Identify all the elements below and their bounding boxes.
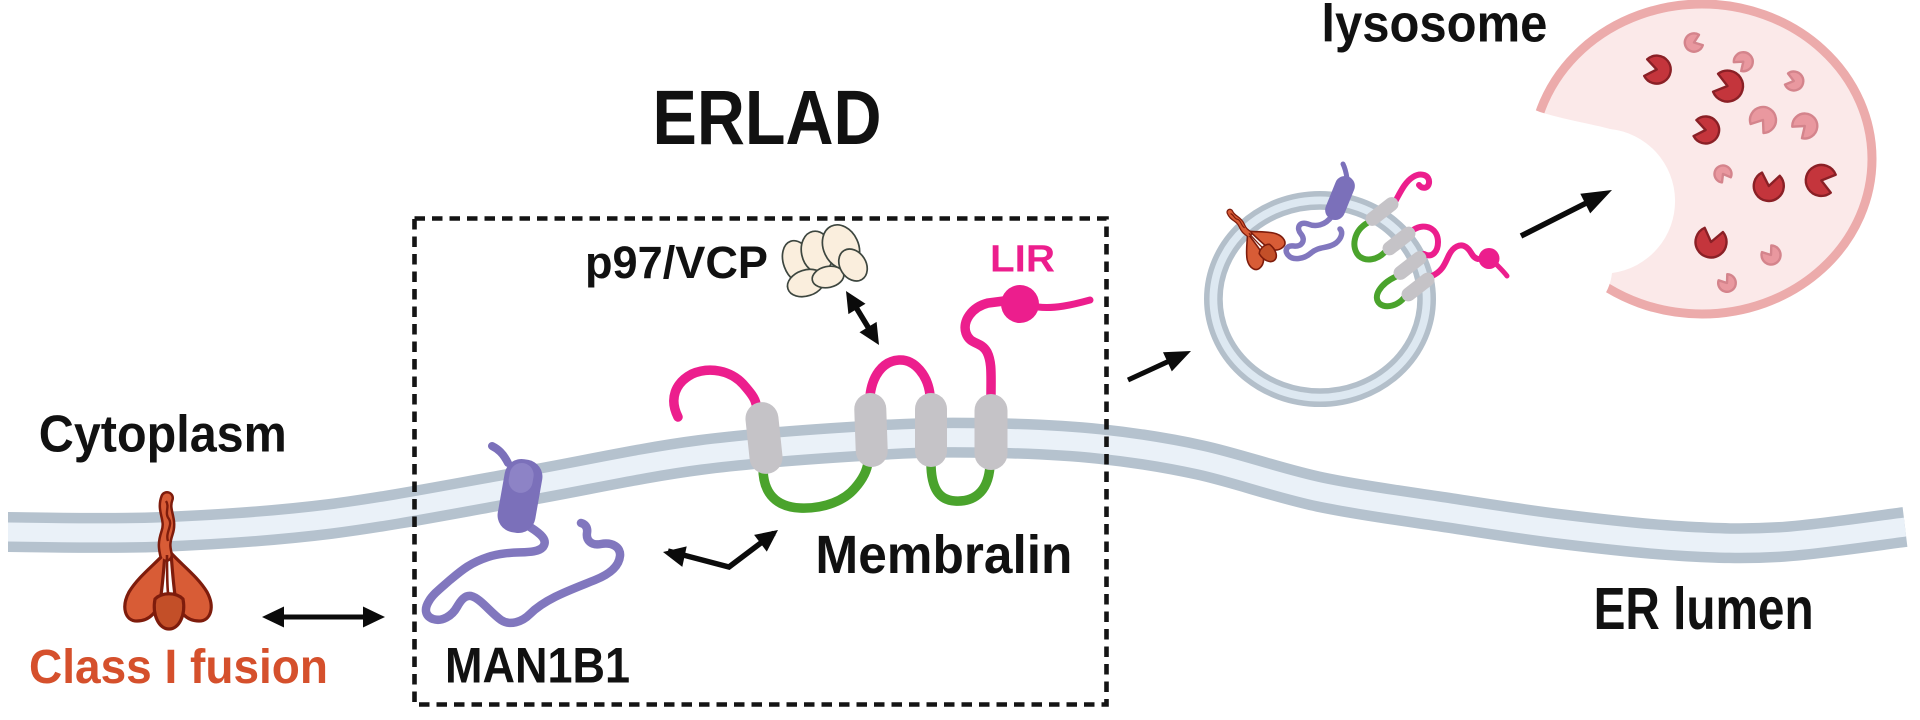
svg-text:lysosome: lysosome — [1321, 0, 1547, 53]
svg-text:Class I fusion: Class I fusion — [29, 640, 328, 694]
svg-text:p97/VCP: p97/VCP — [585, 237, 768, 288]
svg-text:ERLAD: ERLAD — [653, 76, 882, 161]
svg-text:MAN1B1: MAN1B1 — [445, 638, 630, 694]
svg-text:Membralin: Membralin — [815, 525, 1072, 585]
svg-text:LIR: LIR — [990, 238, 1055, 281]
svg-text:Cytoplasm: Cytoplasm — [39, 406, 287, 464]
svg-text:ER lumen: ER lumen — [1594, 576, 1814, 642]
